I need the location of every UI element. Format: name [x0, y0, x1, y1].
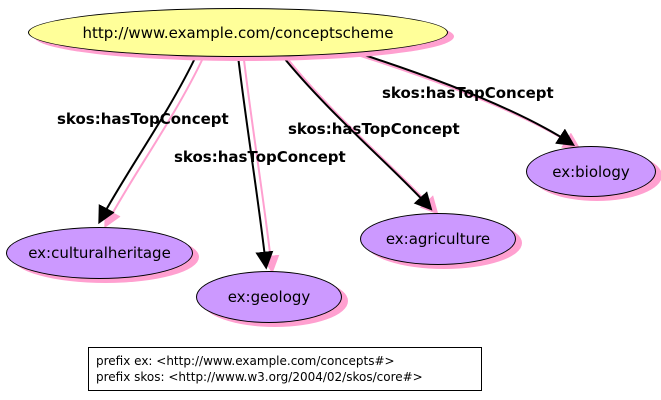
- edge-shadow-culturalheritage: [104, 57, 204, 229]
- legend-box: prefix ex: <http://www.example.com/conce…: [88, 347, 482, 391]
- scheme-node: http://www.example.com/conceptscheme: [28, 8, 448, 57]
- edge-label-culturalheritage: skos:hasTopConcept: [57, 110, 229, 128]
- edge-shadow-geology: [243, 59, 280, 274]
- edge-arrow-agriculture: [279, 52, 433, 211]
- edge-label-agriculture: skos:hasTopConcept: [288, 120, 460, 138]
- legend-line: prefix skos: <http://www.w3.org/2004/02/…: [96, 370, 423, 384]
- legend-line: prefix ex: <http://www.example.com/conce…: [96, 354, 395, 368]
- concept-node-culturalheritage: ex:culturalheritage: [6, 227, 193, 279]
- edge-label-geology: skos:hasTopConcept: [174, 148, 346, 166]
- concept-node-label: ex:biology: [552, 162, 630, 181]
- concept-node-label: ex:agriculture: [385, 230, 491, 248]
- edge-arrow-geology: [237, 55, 274, 270]
- concept-node-geology: ex:geology: [196, 271, 342, 323]
- edge-label-biology: skos:hasTopConcept: [382, 84, 554, 102]
- concept-node-biology: ex:biology: [526, 146, 656, 197]
- concept-node-label: ex:geology: [227, 288, 311, 306]
- concept-node-label: ex:culturalheritage: [28, 244, 171, 262]
- edge-arrow-culturalheritage: [98, 53, 198, 225]
- scheme-node-label: http://www.example.com/conceptscheme: [82, 23, 394, 42]
- edge-arrow-biology: [335, 45, 576, 146]
- edge-lines: [98, 45, 576, 270]
- concept-node-agriculture: ex:agriculture: [360, 213, 516, 265]
